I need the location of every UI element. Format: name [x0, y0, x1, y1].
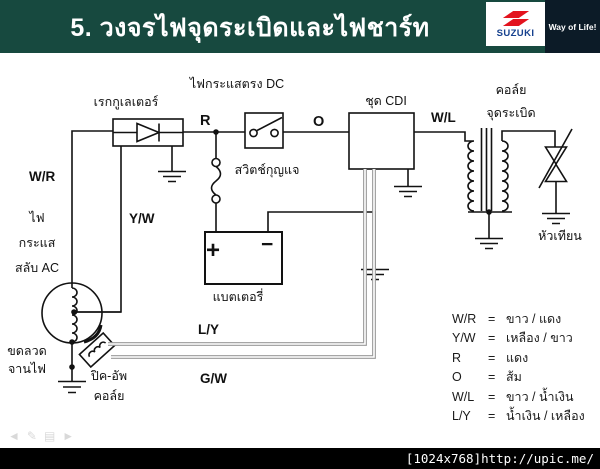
- label-battery: แบตเตอรี่: [212, 290, 264, 304]
- junction-dot: [69, 339, 75, 345]
- label-cdi: ชุด CDI: [365, 94, 407, 108]
- legend-row: W/R=ขาว / แดง: [452, 311, 562, 326]
- cdi-box: [348, 112, 415, 170]
- ground-icon-regulator: [158, 146, 186, 183]
- label-spark-plug: หัวเทียน: [538, 229, 582, 243]
- wire-label-o: O: [313, 114, 325, 130]
- spark-gap-icon: [538, 128, 573, 213]
- wr-wire: [71, 130, 113, 288]
- ly-wire: [108, 169, 367, 346]
- wire-label-gw: G/W: [200, 371, 227, 386]
- wire-label-r: R: [200, 113, 211, 129]
- ignition-coil-symbol: [467, 128, 556, 238]
- pen-icon[interactable]: ✎: [26, 429, 44, 443]
- key-switch-symbol: [244, 112, 284, 149]
- label-ignition-coil-1: คอล์ย: [495, 83, 527, 97]
- secondary-winding: [501, 140, 509, 212]
- ground-icon-flywheel: [58, 380, 86, 394]
- battery-minus-terminal: −: [261, 233, 274, 256]
- label-ac-current: ไฟ กระแส สลับ AC: [14, 211, 60, 275]
- wire-label-wl: W/L: [431, 110, 456, 125]
- suzuki-logo: SUZUKI: [486, 2, 545, 46]
- suzuki-wordmark: SUZUKI: [496, 27, 535, 39]
- label-ignition-coil-2: จุดระเบิด: [486, 106, 536, 120]
- legend-row: Y/W=เหลือง / ขาว: [452, 331, 573, 346]
- junction-dot: [486, 209, 492, 215]
- wire-label-yw: Y/W: [129, 211, 155, 226]
- presenter-toolbar: ◄✎▤►: [8, 429, 81, 443]
- wire-label-wr: W/R: [29, 169, 56, 184]
- label-key-switch: สวิตช์กุญแจ: [234, 163, 300, 177]
- legend-row: O=ส้ม: [452, 370, 522, 385]
- primary-winding: [467, 140, 475, 212]
- label-regulator: เรกกูเลเตอร์: [93, 95, 159, 109]
- label-stator: ขดลวด จานไฟ: [7, 344, 47, 376]
- wl-wire: [414, 131, 470, 142]
- regulator-box: [112, 118, 184, 147]
- next-slide-icon[interactable]: ►: [62, 429, 82, 443]
- junction-dots: [69, 129, 492, 370]
- legend-row: W/L=ขาว / น้ำเงิน: [452, 389, 574, 404]
- ground-icon-sparkplug: [542, 212, 570, 225]
- slide-header: 5. วงจรไฟจุดระเบิดและไฟชาร์ท SUZUKI Way …: [0, 0, 600, 53]
- wire-label-ly: L/Y: [198, 322, 220, 337]
- junction-dot: [69, 364, 75, 370]
- image-host-bar: [1024x768]http://upic.me/: [0, 448, 600, 469]
- junction-dot: [71, 309, 77, 315]
- pickup-contact-arc: [83, 324, 103, 344]
- battery-symbol: [204, 211, 376, 285]
- label-dc-current: ไฟกระแสตรง DC: [189, 77, 285, 91]
- wire-color-legend: W/R=ขาว / แดง Y/W=เหลือง / ขาว R=แดง O=ส…: [452, 309, 585, 426]
- label-pickup-coil: ปิค-อัพ คอล์ย: [90, 369, 128, 403]
- gw-wire: [111, 169, 376, 359]
- resolution-url-text: [1024x768]http://upic.me/: [405, 451, 594, 466]
- trigger-wires: [108, 169, 376, 359]
- fuse-symbol: [210, 132, 222, 232]
- battery-plus-terminal: +: [206, 237, 221, 264]
- pickup-coil-symbol: [78, 331, 116, 369]
- legend-row: R=แดง: [452, 350, 529, 365]
- diode-icon: [136, 122, 162, 143]
- menu-icon[interactable]: ▤: [43, 429, 63, 443]
- stator-coil-symbol: [71, 287, 78, 343]
- ground-icon-coil: [475, 237, 503, 250]
- prev-slide-icon[interactable]: ◄: [8, 429, 27, 443]
- legend-row: L/Y=น้ำเงิน / เหลือง: [452, 409, 585, 424]
- suzuki-s-icon: [502, 10, 529, 26]
- brand-tagline: Way of Life!: [545, 0, 600, 53]
- junction-dot: [213, 129, 219, 135]
- ground-icon-cdi: [394, 169, 422, 198]
- yw-wire: [76, 146, 122, 313]
- page-title: 5. วงจรไฟจุดระเบิดและไฟชาร์ท: [70, 14, 430, 42]
